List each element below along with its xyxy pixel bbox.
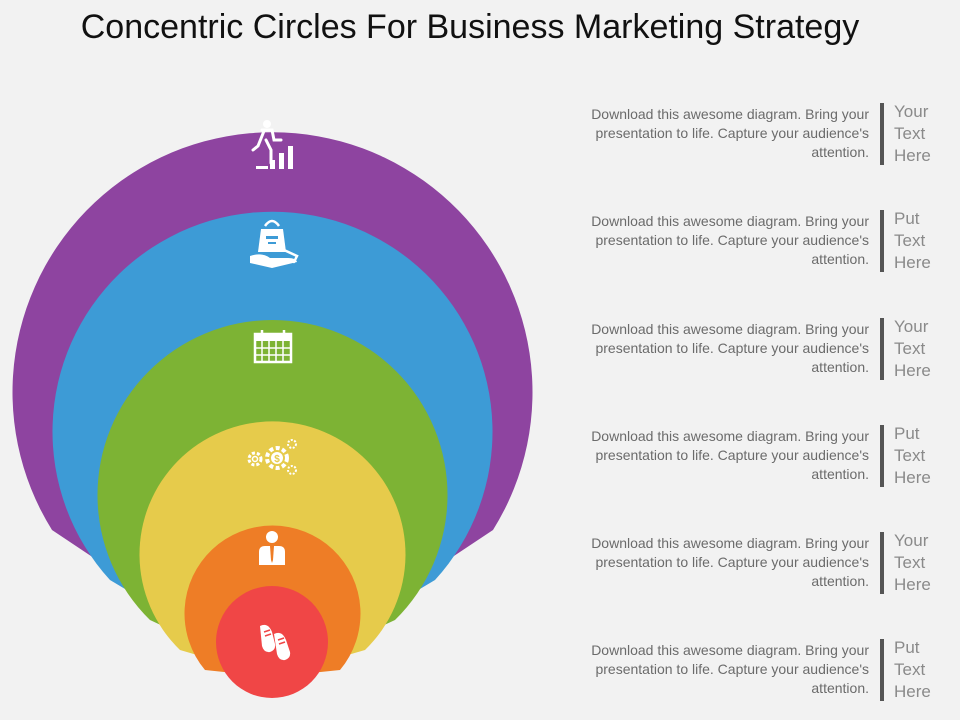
label-line: Text <box>894 553 926 572</box>
divider-bar <box>880 318 884 380</box>
label-line: Text <box>894 124 926 143</box>
label-line: Text <box>894 446 926 465</box>
divider-bar <box>880 103 884 165</box>
divider-bar <box>880 532 884 594</box>
calendar-icon <box>253 330 293 364</box>
svg-text:$: $ <box>274 454 280 465</box>
label-line: Here <box>894 146 931 165</box>
text-item-1: Download this awesome diagram. Bring you… <box>540 101 960 167</box>
item-description: Download this awesome diagram. Bring you… <box>591 535 869 589</box>
divider-bar <box>880 639 884 701</box>
text-item-3: Download this awesome diagram. Bring you… <box>540 316 960 382</box>
item-label: Put Text Here <box>894 423 954 489</box>
business-growth-icon <box>251 120 293 169</box>
label-line: Put <box>894 209 920 228</box>
label-line: Your <box>894 317 929 336</box>
label-line: Text <box>894 339 926 358</box>
businessman-icon <box>259 531 285 565</box>
item-label: Your Text Here <box>894 101 954 167</box>
label-line: Put <box>894 638 920 657</box>
item-description: Download this awesome diagram. Bring you… <box>591 106 869 160</box>
item-description: Download this awesome diagram. Bring you… <box>591 642 869 696</box>
item-label: Put Text Here <box>894 637 954 703</box>
footprints-icon <box>260 624 291 661</box>
divider-bar <box>880 210 884 272</box>
label-line: Your <box>894 531 929 550</box>
label-line: Text <box>894 231 926 250</box>
text-item-6: Download this awesome diagram. Bring you… <box>540 637 960 703</box>
gears-dollar-icon: $ <box>247 439 297 475</box>
text-item-2: Download this awesome diagram. Bring you… <box>540 208 960 274</box>
shopping-bag-hand-icon <box>250 219 299 268</box>
item-description: Download this awesome diagram. Bring you… <box>591 321 869 375</box>
page-title: Concentric Circles For Business Marketin… <box>80 8 860 46</box>
item-label: Your Text Here <box>894 530 954 596</box>
label-line: Text <box>894 660 926 679</box>
label-line: Here <box>894 361 931 380</box>
label-line: Here <box>894 682 931 701</box>
text-item-5: Download this awesome diagram. Bring you… <box>540 530 960 596</box>
label-line: Put <box>894 424 920 443</box>
item-description: Download this awesome diagram. Bring you… <box>591 428 869 482</box>
item-description: Download this awesome diagram. Bring you… <box>591 213 869 267</box>
text-item-4: Download this awesome diagram. Bring you… <box>540 423 960 489</box>
label-line: Here <box>894 575 931 594</box>
label-line: Here <box>894 468 931 487</box>
label-line: Your <box>894 102 929 121</box>
item-label: Put Text Here <box>894 208 954 274</box>
item-label: Your Text Here <box>894 316 954 382</box>
divider-bar <box>880 425 884 487</box>
label-line: Here <box>894 253 931 272</box>
